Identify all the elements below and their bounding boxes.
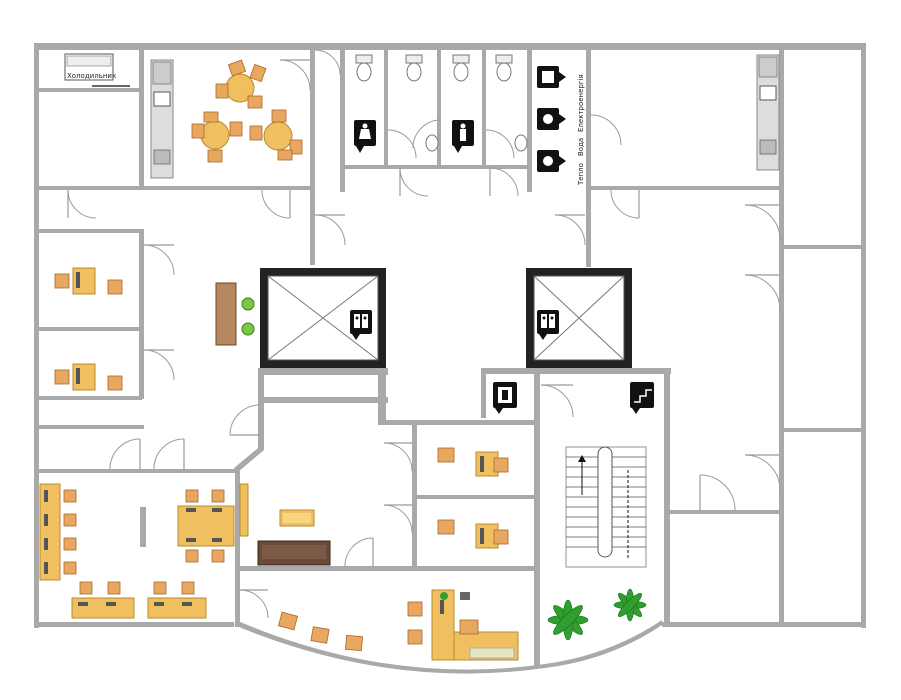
lounge-area	[239, 483, 331, 566]
cafe-table-3	[249, 109, 303, 161]
emergency-exit-icon	[493, 382, 517, 414]
sink-2	[514, 134, 528, 152]
toilet-stalls	[355, 54, 528, 152]
power-meter-icon	[537, 66, 566, 88]
utility-label-heat: Тепло	[577, 163, 585, 186]
utility-meters: Електроенергія Вода Тепло	[537, 66, 585, 186]
doors	[67, 49, 781, 619]
water-meter-icon	[537, 108, 566, 130]
sink-1	[425, 134, 439, 152]
waiting-bench	[215, 282, 255, 346]
elevator-sign-right	[537, 310, 559, 340]
stairs-icon	[630, 382, 654, 414]
meeting-room-1	[437, 447, 509, 477]
office-room-2	[54, 363, 123, 391]
utility-label-water: Вода	[577, 138, 585, 156]
cafe-table-group	[191, 59, 303, 163]
fridge-label: Холодильник	[67, 72, 116, 80]
lobby-chairs	[277, 611, 364, 652]
elevator-sign-left	[350, 310, 372, 340]
interior-walls	[34, 47, 863, 668]
man-restroom-icon	[452, 120, 474, 153]
plant-2	[613, 588, 647, 622]
staircase	[565, 446, 647, 568]
cafe-table-1	[215, 59, 267, 109]
kitchen-counter-left	[150, 59, 174, 179]
heat-meter-icon	[537, 150, 566, 172]
woman-restroom-icon	[354, 120, 376, 153]
plant-1	[547, 599, 589, 641]
fridge: Холодильник	[64, 53, 116, 81]
toilet-3	[452, 54, 470, 82]
toilet-2	[405, 54, 423, 82]
open-office	[39, 483, 235, 619]
toilet-4	[495, 54, 513, 82]
utility-label-power: Електроенергія	[577, 74, 585, 132]
kitchen-counter-right	[756, 54, 780, 171]
cafe-table-2	[191, 111, 243, 163]
meeting-room-2	[437, 519, 509, 549]
reception-desk	[407, 589, 519, 661]
office-room-1	[54, 267, 123, 295]
toilet-1	[355, 54, 373, 82]
outer-walls	[34, 43, 866, 674]
